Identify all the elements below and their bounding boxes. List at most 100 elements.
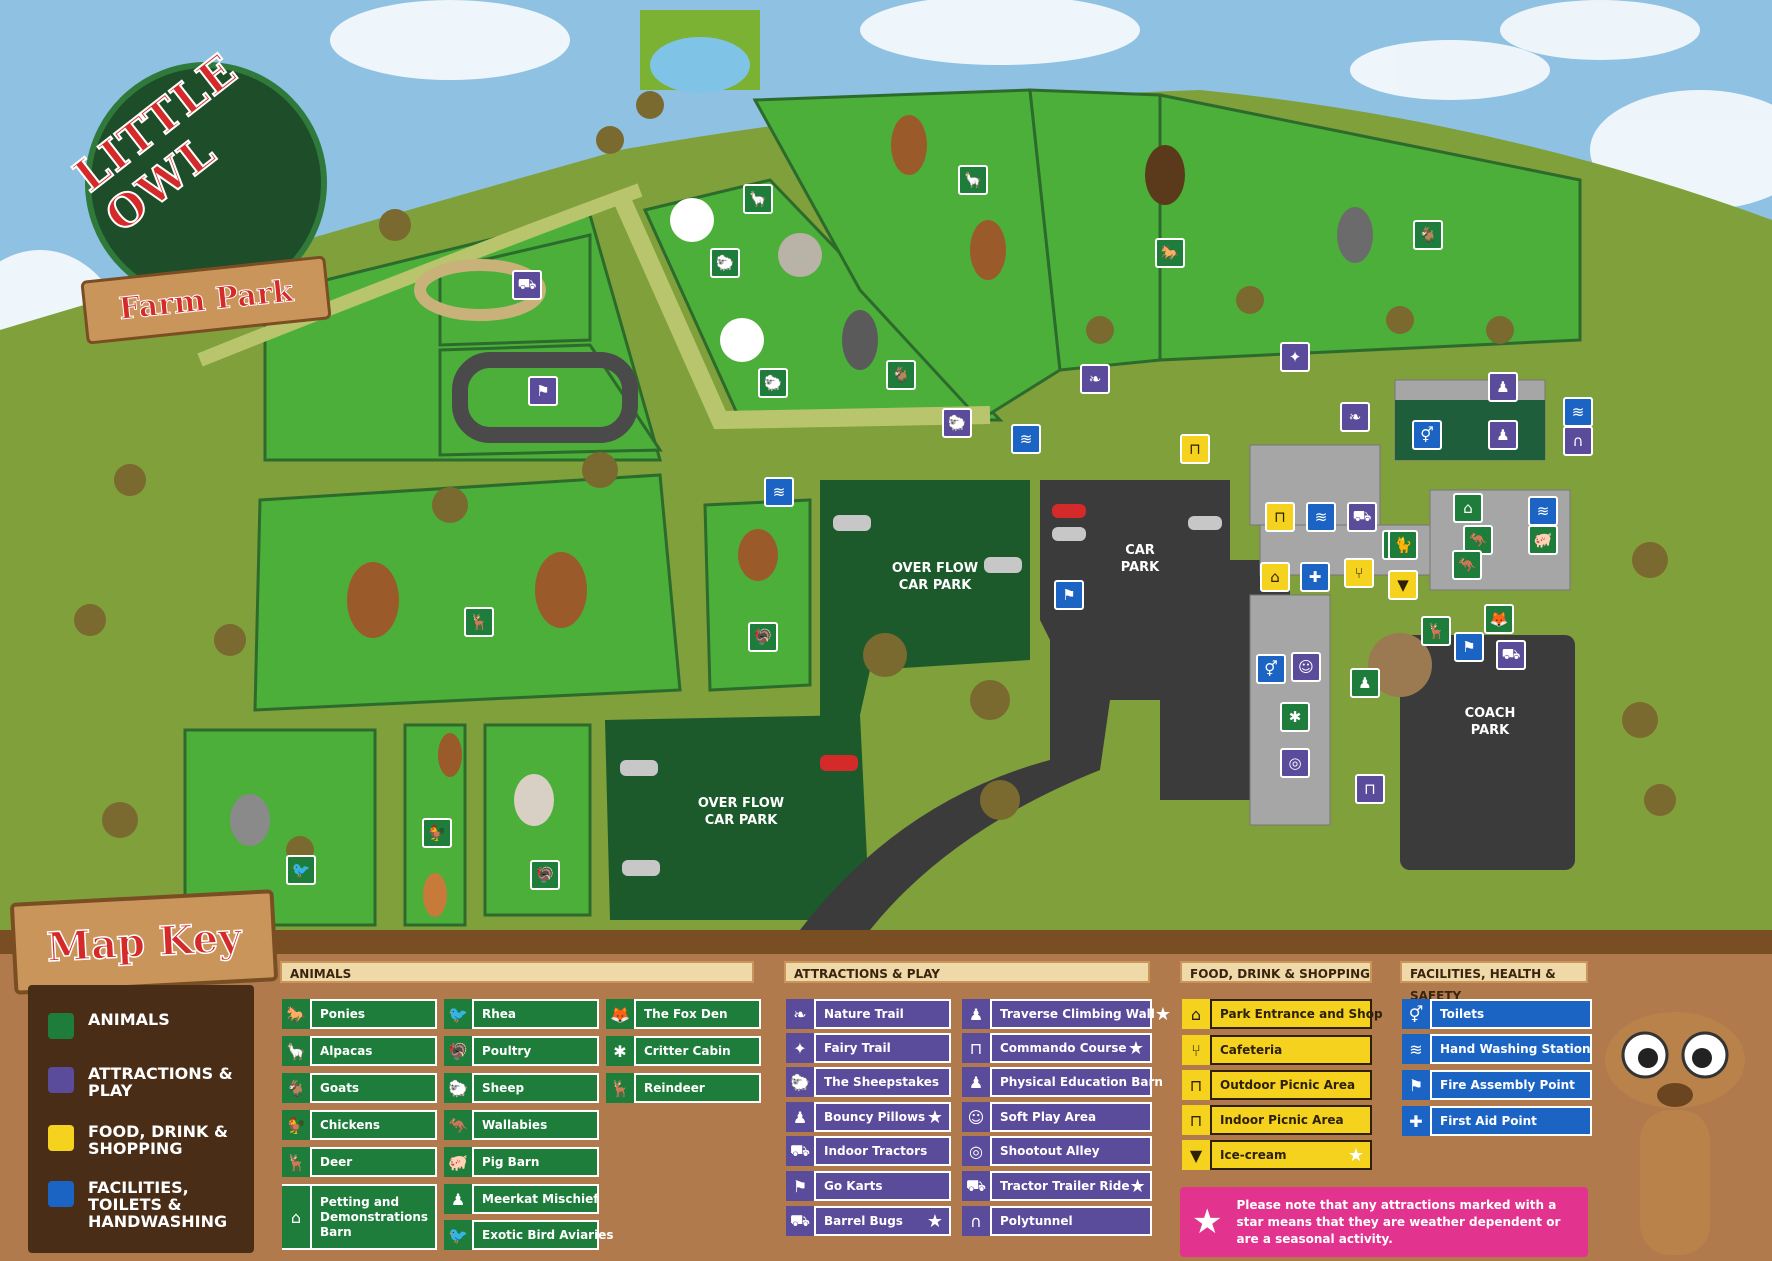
icecream-icon: ▼ <box>1182 1140 1212 1170</box>
first-aid-icon[interactable]: ✚ <box>1300 562 1330 592</box>
horse-icon: 🐎 <box>282 999 312 1029</box>
barn-icon[interactable]: ⌂ <box>1453 493 1483 523</box>
key-row-pig-barn[interactable]: 🐖Pig Barn <box>444 1147 599 1177</box>
spider-icon[interactable]: ✱ <box>1280 702 1310 732</box>
handwash-icon[interactable]: ≋ <box>1306 502 1336 532</box>
toilets-icon[interactable]: ⚥ <box>1256 654 1286 684</box>
handwash-icon[interactable]: ≋ <box>764 477 794 507</box>
star-icon: ★ <box>1154 1003 1172 1025</box>
handwash-icon[interactable]: ≋ <box>1563 397 1593 427</box>
key-row-entrance-shop[interactable]: ⌂Park Entrance and Shop <box>1182 999 1383 1029</box>
tractor-icon[interactable]: ⛟ <box>1347 502 1377 532</box>
alpaca-icon[interactable]: 🦙 <box>743 184 773 214</box>
go-karts-icon[interactable]: ⚑ <box>528 376 558 406</box>
legend-attractions: ATTRACTIONS & PLAY <box>48 1065 238 1099</box>
key-row-shootout-alley[interactable]: ◎Shootout Alley <box>962 1136 1152 1166</box>
pig-icon[interactable]: 🐖 <box>1528 525 1558 555</box>
cat-icon[interactable]: 🐈 <box>1388 530 1418 560</box>
horse-icon[interactable]: 🐎 <box>1155 238 1185 268</box>
climbing-icon[interactable]: ♟ <box>1488 420 1518 450</box>
icecream-icon[interactable]: ▼ <box>1388 570 1418 600</box>
key-row-cafeteria[interactable]: ⑂Cafeteria <box>1182 1035 1372 1065</box>
indoor-tractors-icon[interactable]: ⛟ <box>512 270 542 300</box>
key-row-alpacas[interactable]: 🦙Alpacas <box>282 1036 437 1066</box>
key-row-outdoor-picnic[interactable]: ⊓Outdoor Picnic Area <box>1182 1070 1372 1100</box>
key-row-commando-course[interactable]: ⊓Commando Course★ <box>962 1033 1152 1063</box>
picnic-icon[interactable]: ⊓ <box>1180 434 1210 464</box>
turkey-icon[interactable]: 🦃 <box>530 860 560 890</box>
pe-barn-icon[interactable]: ♟ <box>1488 372 1518 402</box>
wallaby-icon[interactable]: 🦘 <box>1452 550 1482 580</box>
key-row-reindeer[interactable]: 🦌Reindeer <box>606 1073 761 1103</box>
nature-trail-icon[interactable]: ❧ <box>1080 364 1110 394</box>
cutlery-icon[interactable]: ⑂ <box>1344 558 1374 588</box>
overflow-car-park-2 <box>605 715 870 920</box>
toilets-icon[interactable]: ⚥ <box>1412 420 1442 450</box>
fairy-trail-icon[interactable]: ✦ <box>1280 342 1310 372</box>
key-row-sheep[interactable]: 🐑Sheep <box>444 1073 599 1103</box>
key-row-go-karts[interactable]: ⚑Go Karts <box>786 1171 951 1201</box>
key-row-polytunnel[interactable]: ∩Polytunnel <box>962 1206 1152 1236</box>
soft-play-icon[interactable]: ☺ <box>1291 652 1321 682</box>
sheep-icon[interactable]: 🐑 <box>758 368 788 398</box>
key-row-indoor-tractors[interactable]: ⛟Indoor Tractors <box>786 1136 951 1166</box>
deer-icon[interactable]: 🦌 <box>464 607 494 637</box>
key-row-poultry[interactable]: 🦃Poultry <box>444 1036 599 1066</box>
fox-icon[interactable]: 🦊 <box>1484 604 1514 634</box>
handwash-icon[interactable]: ≋ <box>1011 424 1041 454</box>
key-row-climbing-wall[interactable]: ♟Traverse Climbing Wall★ <box>962 999 1171 1029</box>
target-icon[interactable]: ◎ <box>1280 748 1310 778</box>
key-row-ice-cream[interactable]: ▼Ice-cream★ <box>1182 1140 1372 1170</box>
goat-icon[interactable]: 🐐 <box>886 360 916 390</box>
chicken-icon[interactable]: 🐓 <box>422 818 452 848</box>
key-row-goats[interactable]: 🐐Goats <box>282 1073 437 1103</box>
assembly-icon[interactable]: ⚑ <box>1454 632 1484 662</box>
key-row-nature-trail[interactable]: ❧Nature Trail <box>786 999 951 1029</box>
shop-icon[interactable]: ⌂ <box>1260 562 1290 592</box>
key-row-deer[interactable]: 🦌Deer <box>282 1147 437 1177</box>
flags-icon: ⚑ <box>786 1171 816 1201</box>
key-row-sheepstakes[interactable]: 🐑The Sheepstakes <box>786 1067 951 1097</box>
smiley-icon: ☺ <box>962 1102 992 1132</box>
nature-trail-icon[interactable]: ❧ <box>1340 402 1370 432</box>
meerkat-icon[interactable]: ♟ <box>1350 668 1380 698</box>
key-row-rhea[interactable]: 🐦Rhea <box>444 999 599 1029</box>
turkey-icon: 🦃 <box>444 1036 474 1066</box>
key-row-hand-washing[interactable]: ≋Hand Washing Station <box>1402 1034 1592 1064</box>
tractor-icon[interactable]: ⛟ <box>1496 640 1526 670</box>
picnic-icon[interactable]: ⊓ <box>1265 502 1295 532</box>
key-row-soft-play[interactable]: ☺Soft Play Area <box>962 1102 1152 1132</box>
key-row-first-aid[interactable]: ✚First Aid Point <box>1402 1106 1592 1136</box>
key-row-barrel-bugs[interactable]: ⛟Barrel Bugs★ <box>786 1206 951 1236</box>
rhea-icon: 🐦 <box>444 999 474 1029</box>
key-row-chickens[interactable]: 🐓Chickens <box>282 1110 437 1140</box>
key-row-critter-cabin[interactable]: ✱Critter Cabin <box>606 1036 761 1066</box>
rhea-icon[interactable]: 🐦 <box>286 855 316 885</box>
food-header: FOOD, DRINK & SHOPPING <box>1180 961 1372 983</box>
key-row-indoor-picnic[interactable]: ⊓Indoor Picnic Area <box>1182 1105 1372 1135</box>
key-row-wallabies[interactable]: 🦘Wallabies <box>444 1110 599 1140</box>
sheepstakes-icon[interactable]: 🐑 <box>942 408 972 438</box>
handwash-icon[interactable]: ≋ <box>1528 496 1558 526</box>
key-row-fairy-trail[interactable]: ✦Fairy Trail <box>786 1033 951 1063</box>
polytunnel-icon[interactable]: ∩ <box>1563 426 1593 456</box>
map-key-strip <box>0 930 1772 954</box>
key-row-pe-barn[interactable]: ♟Physical Education Barn <box>962 1067 1163 1097</box>
key-row-petting-barn[interactable]: ⌂Petting and Demonstrations Barn <box>282 1184 437 1250</box>
key-row-fire-assembly[interactable]: ⚑Fire Assembly Point <box>1402 1070 1592 1100</box>
turkey-icon[interactable]: 🦃 <box>748 622 778 652</box>
reindeer-icon[interactable]: 🦌 <box>1421 616 1451 646</box>
key-row-bouncy-pillows[interactable]: ♟Bouncy Pillows★ <box>786 1102 951 1132</box>
alpaca-icon[interactable]: 🦙 <box>958 165 988 195</box>
key-row-tractor-trailer[interactable]: ⛟Tractor Trailer Ride★ <box>962 1171 1152 1201</box>
assembly-icon[interactable]: ⚑ <box>1054 580 1084 610</box>
key-row-exotic-birds[interactable]: 🐦Exotic Bird Aviaries <box>444 1220 613 1250</box>
key-row-meerkat[interactable]: ♟Meerkat Mischief <box>444 1184 599 1214</box>
key-row-fox-den[interactable]: 🦊The Fox Den <box>606 999 761 1029</box>
key-row-ponies[interactable]: 🐎Ponies <box>282 999 437 1029</box>
key-row-toilets[interactable]: ⚥Toilets <box>1402 999 1592 1029</box>
goat-icon[interactable]: 🐐 <box>1413 220 1443 250</box>
sheep-icon[interactable]: 🐑 <box>710 248 740 278</box>
commando-icon[interactable]: ⊓ <box>1355 774 1385 804</box>
chicken-icon: 🐓 <box>282 1110 312 1140</box>
